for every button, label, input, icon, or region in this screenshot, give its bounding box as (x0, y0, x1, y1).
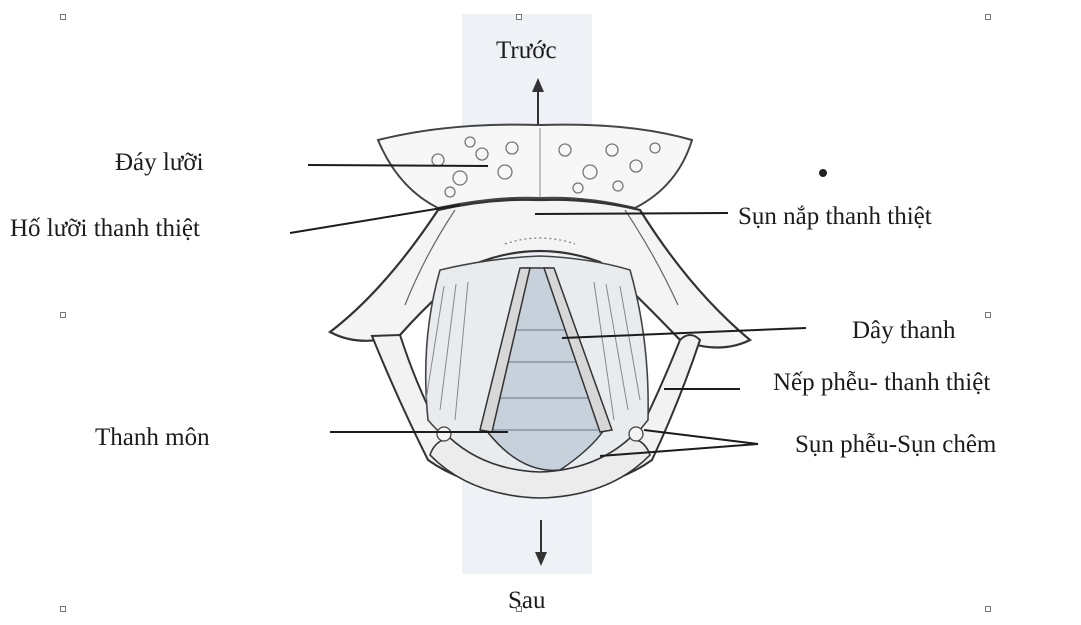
resize-handle-top-right[interactable] (985, 14, 991, 20)
aryepiglottic-fold-label: Nếp phễu- thanh thiệt (773, 370, 990, 395)
resize-handle-middle-right[interactable] (985, 312, 991, 318)
leader-tongue-base (308, 165, 488, 166)
front-label: Trước (496, 38, 557, 63)
resize-handle-top-center[interactable] (516, 14, 522, 20)
resize-handle-middle-left[interactable] (60, 312, 66, 318)
back-label: Sau (508, 588, 546, 613)
vocal-cord-label: Dây thanh (852, 318, 955, 343)
vallecula-label: Hố lưỡi thanh thiệt (10, 216, 200, 241)
resize-handle-bottom-left[interactable] (60, 606, 66, 612)
glottis-label: Thanh môn (95, 425, 210, 450)
resize-handle-bottom-center[interactable] (516, 606, 522, 612)
arytenoid-cuneiform-label: Sụn phễu-Sụn chêm (795, 432, 996, 457)
leader-epiglottis (535, 213, 728, 214)
tongue-base-label: Đáy lưỡi (115, 150, 204, 175)
stray-dot (819, 169, 827, 177)
epiglottis-label: Sụn nắp thanh thiệt (738, 204, 932, 229)
resize-handle-top-left[interactable] (60, 14, 66, 20)
resize-handle-bottom-right[interactable] (985, 606, 991, 612)
